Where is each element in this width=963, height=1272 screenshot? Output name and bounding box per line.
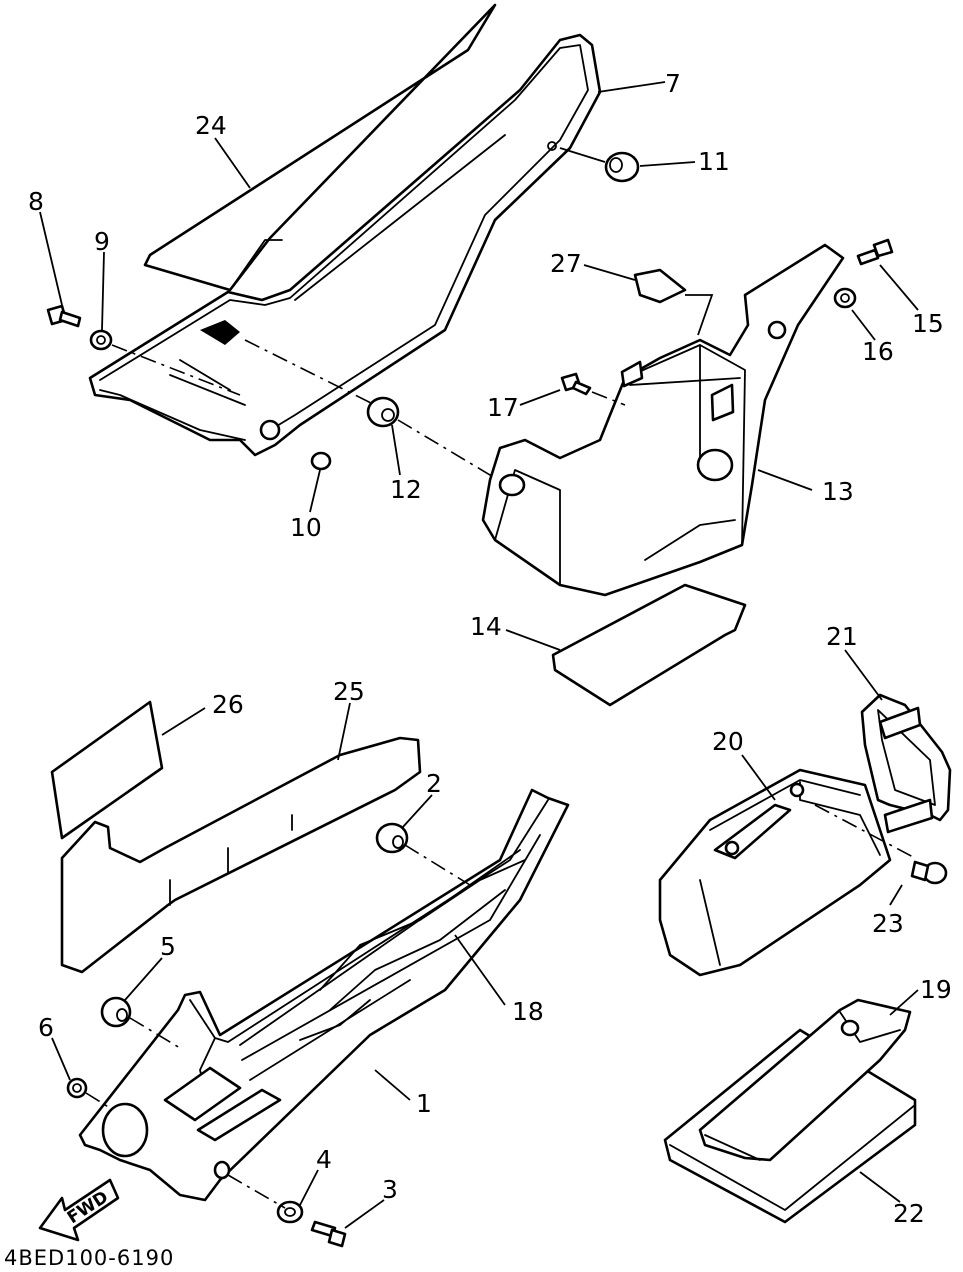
callout-19: 19 [920, 975, 952, 1004]
part-21-strap [860, 693, 952, 834]
callout-25: 25 [333, 677, 365, 706]
part-25-heat-shield [60, 736, 422, 974]
part-3-screw [310, 1220, 347, 1248]
part-18-emblem [299, 859, 526, 1041]
callout-15: 15 [912, 309, 944, 338]
drawing-code: 4BED100-6190 [4, 1246, 174, 1270]
callout-27: 27 [550, 249, 582, 278]
part-20-tool-case [658, 768, 892, 977]
callout-13: 13 [822, 477, 854, 506]
part-14-pad [551, 583, 747, 707]
callout-18: 18 [512, 997, 544, 1026]
callout-4: 4 [316, 1145, 332, 1174]
part-13-battery-box [481, 243, 845, 597]
callout-2: 2 [426, 769, 442, 798]
callout-21: 21 [826, 622, 858, 651]
callout-6: 6 [38, 1013, 54, 1042]
callout-labels: 7 11 24 8 9 10 12 13 14 15 16 17 27 26 2… [28, 69, 952, 1228]
leader-lines [39, 81, 919, 1229]
callout-1: 1 [416, 1089, 432, 1118]
part-5-grommet [100, 996, 132, 1028]
part-15-bolt [856, 238, 894, 266]
part-8-bolt [46, 304, 82, 328]
fwd-arrow: FWD [38, 1178, 120, 1242]
part-9-washer [89, 329, 113, 351]
part-23-bolt [910, 860, 948, 885]
part-26-label [50, 700, 164, 840]
callout-11: 11 [698, 147, 730, 176]
callout-23: 23 [872, 909, 904, 938]
part-7-side-cover [88, 33, 602, 457]
part-16-washer [833, 287, 857, 309]
callout-26: 26 [212, 690, 244, 719]
callout-16: 16 [862, 337, 894, 366]
callout-24: 24 [195, 111, 227, 140]
part-27-clip [633, 268, 714, 336]
callout-3: 3 [382, 1175, 398, 1204]
callout-8: 8 [28, 187, 44, 216]
part-10-collar [310, 451, 332, 471]
part-6-washer [66, 1077, 88, 1099]
part-12-grommet [366, 396, 400, 428]
callout-22: 22 [893, 1199, 925, 1228]
part-19-tool-bag [698, 998, 912, 1162]
part-1-side-cover [78, 788, 570, 1202]
callout-17: 17 [487, 393, 519, 422]
callout-20: 20 [712, 727, 744, 756]
callout-10: 10 [290, 513, 322, 542]
callout-5: 5 [160, 932, 176, 961]
part-11-grommet [559, 147, 640, 183]
part-2-grommet [375, 822, 409, 854]
part-17-screw [560, 372, 592, 396]
callout-9: 9 [94, 227, 110, 256]
part-4-washer [276, 1200, 304, 1224]
callout-12: 12 [390, 475, 422, 504]
part-24-sheet [143, 3, 497, 292]
callout-7: 7 [665, 69, 681, 98]
callout-14: 14 [470, 612, 502, 641]
